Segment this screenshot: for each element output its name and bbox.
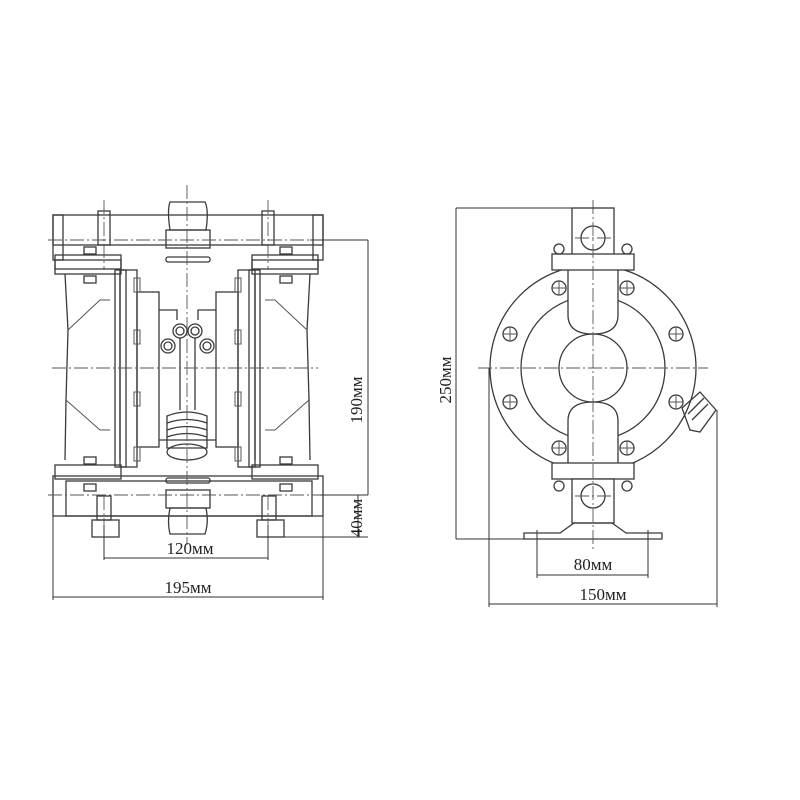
dim-base-to-port: 40мм xyxy=(347,499,366,538)
dim-base-width: 80мм xyxy=(574,555,613,574)
front-view xyxy=(48,185,369,600)
side-view xyxy=(455,200,718,607)
dim-port-center-height: 190мм xyxy=(347,376,366,423)
dim-overall-width-front: 195мм xyxy=(164,578,211,597)
dim-overall-width-side: 150мм xyxy=(579,585,626,604)
dim-overall-height: 250мм xyxy=(436,356,455,403)
dim-foot-spacing: 120мм xyxy=(166,539,213,558)
